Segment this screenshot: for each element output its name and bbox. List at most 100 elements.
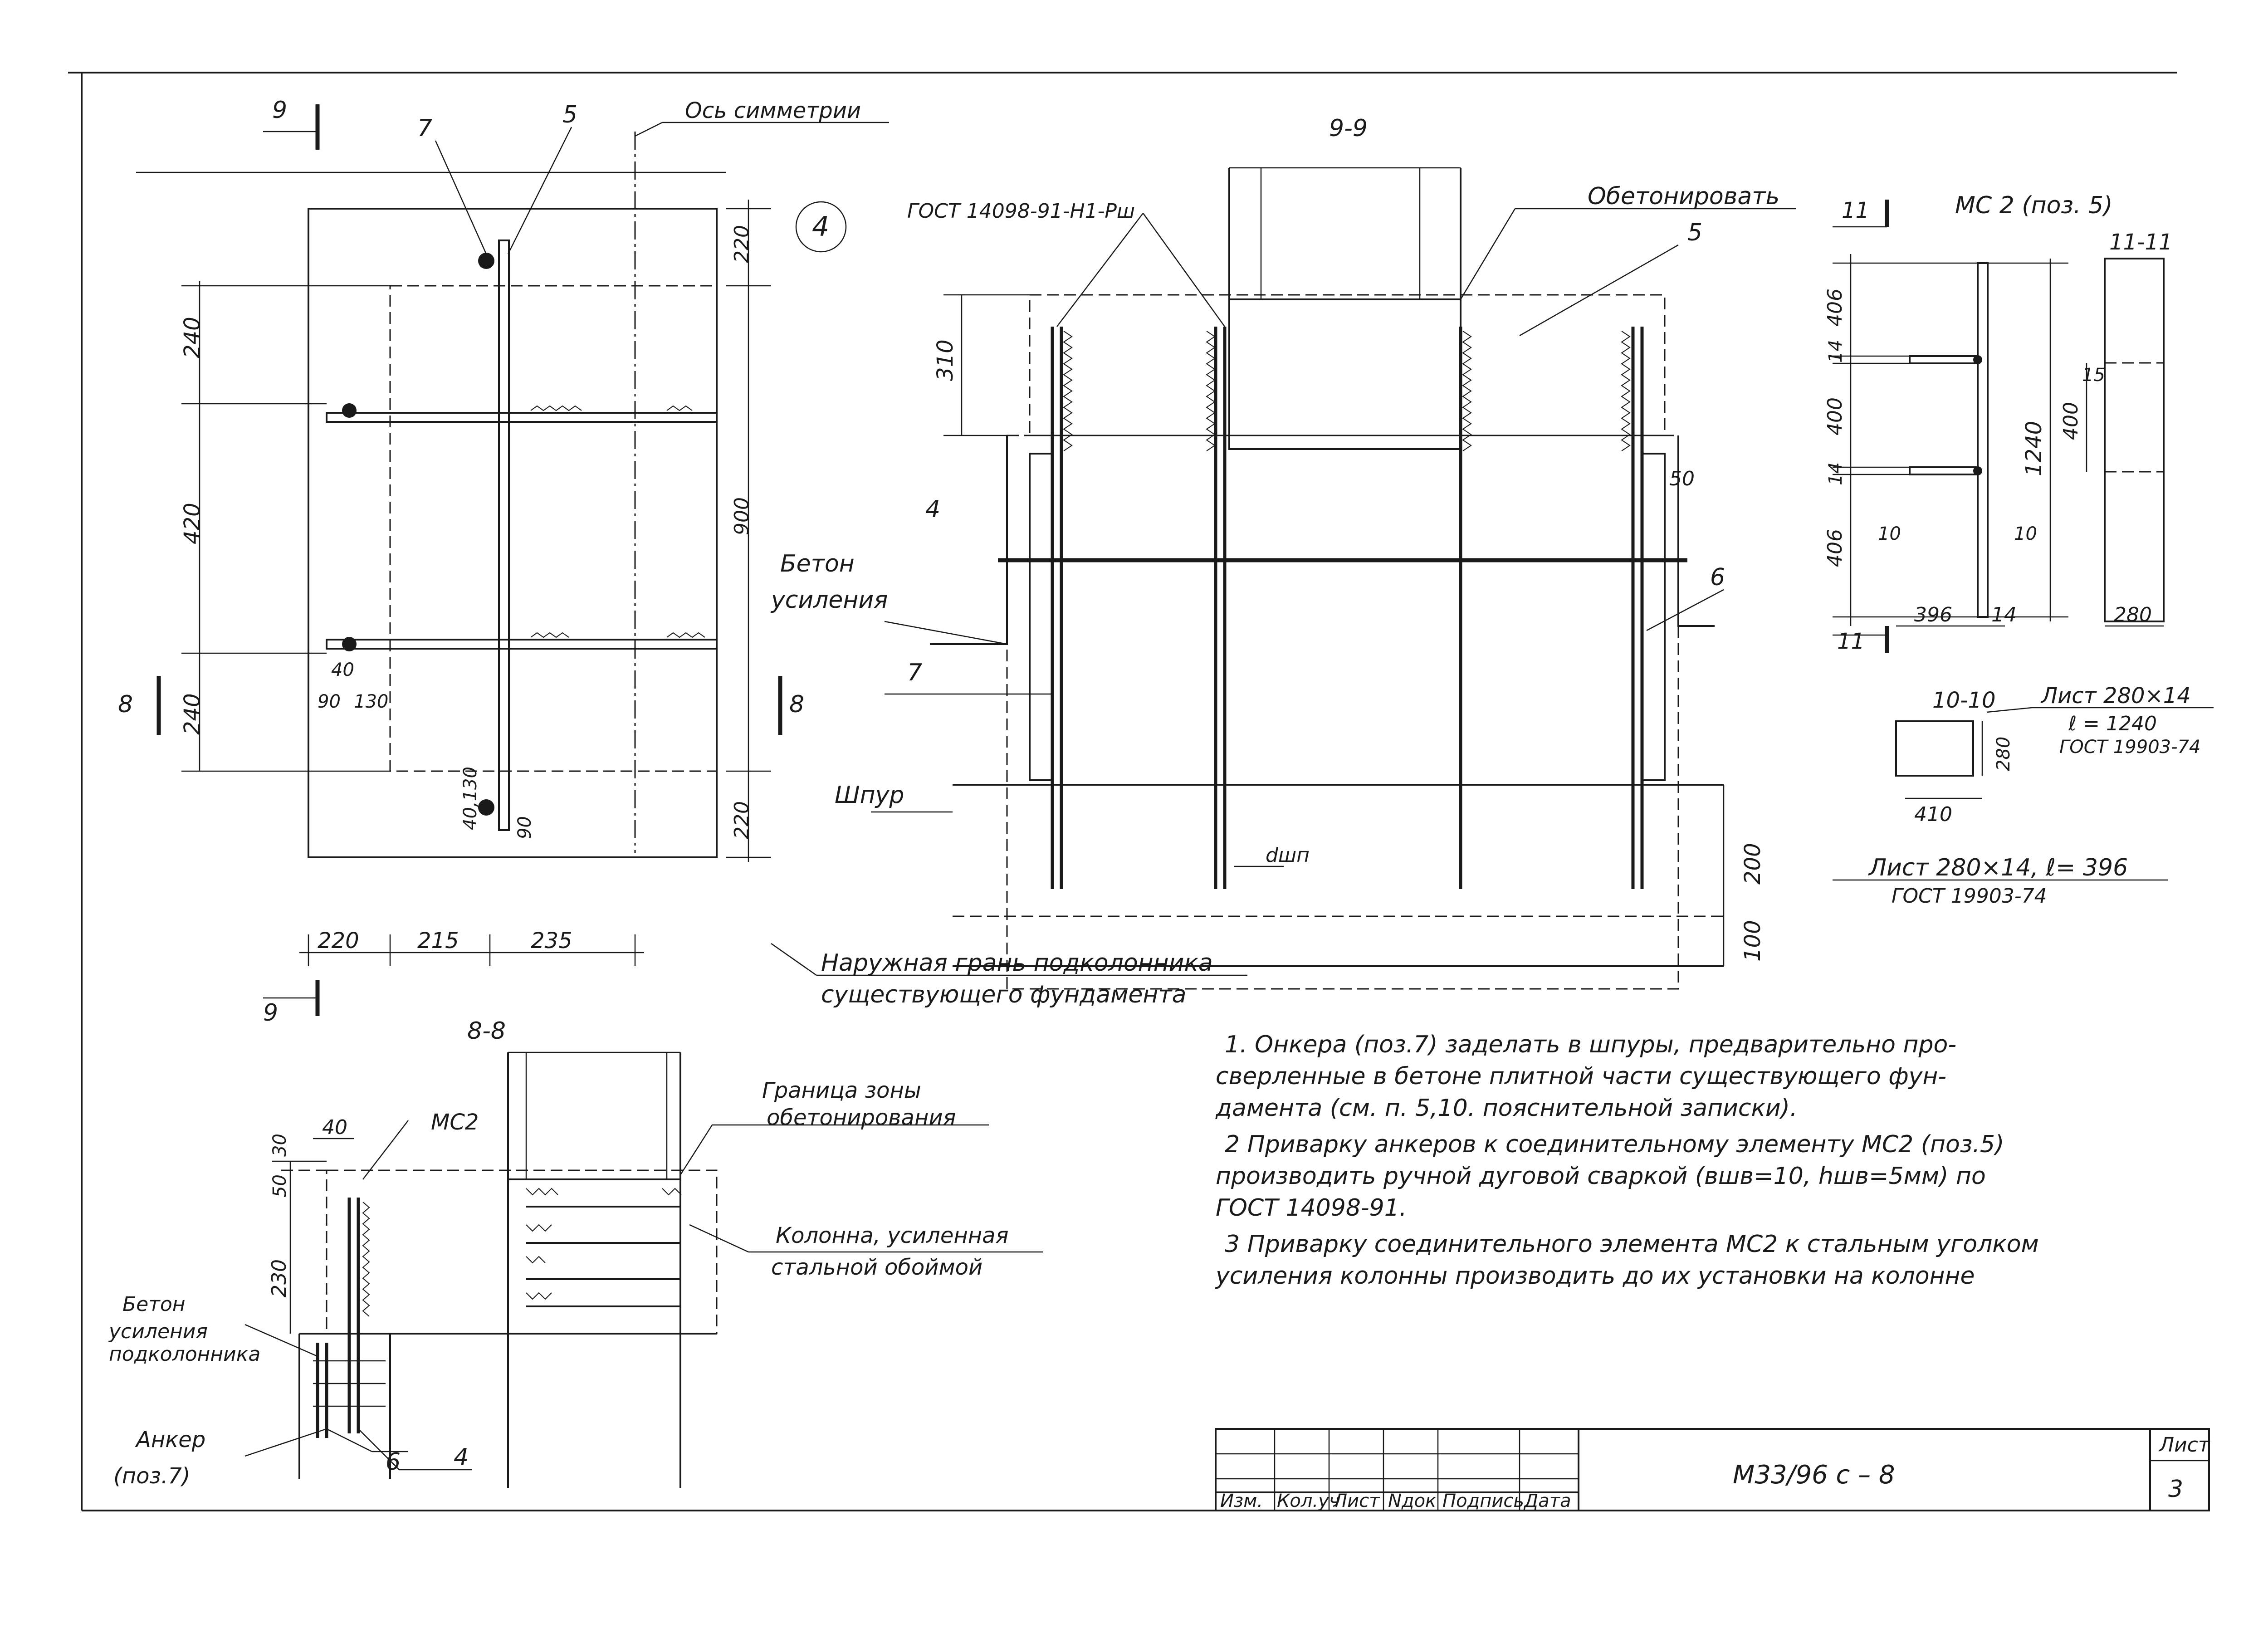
mc2-dim-14-bottom: 14 [1825,462,1846,485]
title-col-izm: Изм. [1220,1491,1263,1511]
sheet-number: 3 [2168,1476,2183,1503]
detail-circle-number: 4 [812,211,829,243]
mc2-sheet2-line1: Лист 280×14, ℓ= 396 [1868,854,2128,881]
mc2-dim-10-left: 10 [1878,523,1901,544]
plan-dim-left-420: 420 [180,503,205,544]
section-9-9-shpur: Шпур [835,782,904,809]
section-9-9-concrete: Обетонировать [1588,183,1779,210]
title-col-ndok: Nдок [1388,1491,1436,1511]
weld-dot [1973,466,1982,475]
mc2-dim-10-right: 10 [2014,523,2037,544]
plan-dim-90: 90 [318,691,341,712]
section-9-9-dim-50: 50 [1669,467,1695,490]
plan-section-mark-9-top: 9 [272,97,287,124]
mc2-dim-406-top: 406 [1823,288,1847,327]
note-line-5: производить ручной дуговой сваркой (вшв=… [1216,1163,1986,1190]
anchor-marker [478,253,494,269]
plan-dim-40: 40 [331,660,354,680]
column-line-1: Колонна, усиленная [776,1223,1008,1248]
mc2-dim-280-b: 280 [1993,737,2014,771]
outer-face-line-1: Наружная грань подколонника [821,949,1213,977]
beton-line-3: подколонника [109,1343,260,1366]
plan-section-mark-8-left: 8 [118,691,133,718]
plan-symmetry-axis: Ось симметрии [685,98,861,123]
beton-line-2: усиления [108,1320,208,1343]
section-9-9-dim-100: 100 [1740,920,1765,962]
plan-dim-130: 130 [354,691,388,712]
mc2-element: МС 2 (поз. 5) 11 11 11-11 406 14 400 14 … [1823,192,2214,908]
plan-dim-right-900: 900 [730,497,753,535]
plan-pos-7: 7 [417,115,432,142]
section-8-8-title: 8-8 [467,1017,506,1045]
section-8-8-dim-30: 30 [269,1134,290,1157]
section-9-9-gost: ГОСТ 14098-91-Н1-Рш [907,200,1135,223]
title-col-podpis: Подпись [1442,1491,1524,1511]
mc2-sheet1-line2: ℓ = 1240 [2068,712,2157,735]
plan-dim-40-130: 40,130 [460,767,481,830]
plan-dim-left-240-top: 240 [180,317,205,358]
plan-dim-bottom-235: 235 [531,928,572,953]
mc2-dim-396: 396 [1914,603,1952,626]
mc2-title: МС 2 (поз. 5) [1955,192,2113,219]
title-col-list: Лист [1333,1491,1380,1511]
mc2-section-11-bottom: 11 [1837,629,1865,654]
title-block: Изм. Кол.уч Лист Nдок Подпись Дата М33/9… [1215,1428,2210,1511]
mc2-dim-400: 400 [1823,397,1847,435]
anchor-marker [342,637,357,651]
section-9-9: 9-9 ГОСТ 14098-91-Н1-Рш Обетонировать 5 … [770,115,1796,1008]
plan-section-mark-8-right: 8 [789,691,804,718]
weld-hatch [1063,331,1631,451]
plan-dim-right-220-top: 220 [730,225,753,263]
title-col-kol-uch: Кол.уч [1277,1491,1339,1511]
weld-dot [1973,355,1982,364]
boundary-line-1: Граница зоны [762,1078,921,1103]
mc2-dim-14-top: 14 [1825,340,1846,363]
note-line-2: сверленные в бетоне плитной части сущест… [1216,1063,1946,1090]
section-8-8-mc2: МС2 [431,1110,479,1135]
plan-hatch [530,405,705,638]
boundary-line-2: обетонирования [767,1105,956,1130]
section-9-9-dim-200: 200 [1740,843,1765,885]
section-8-8: 8-8 40 МС2 30 50 230 Граница зоны обетон… [108,1017,1043,1489]
sheet-frame [68,72,2209,1511]
plan-dim-bottom-215: 215 [417,928,459,953]
note-line-8: усиления колонны производить до их устан… [1215,1262,1975,1290]
mc2-dim-400-side: 400 [2059,402,2082,440]
notes: 1. Онкера (поз.7) заделать в шпуры, пред… [1215,1031,2039,1290]
mc2-dim-280: 280 [2114,603,2152,626]
plan-dim-90-bottom: 90 [514,816,535,839]
sheet-label: Лист [2158,1433,2210,1457]
anchor-marker [342,403,357,418]
mc2-view-11-11: 11-11 [2109,230,2172,255]
section-9-9-beton-2: усиления [770,587,888,614]
mc2-section-11-top: 11 [1842,198,1869,223]
note-line-7: 3 Приварку соединительного элемента МС2 … [1225,1231,2039,1258]
plan-dim-right-220-bottom: 220 [730,801,753,839]
document-code: М33/96 с – 8 [1733,1460,1895,1490]
section-9-9-title: 9-9 [1329,115,1368,142]
detail-circle [795,201,847,253]
outer-face-line-2: существующего фундамента [821,981,1186,1008]
column-line-2: стальной обоймой [771,1255,982,1280]
plan-pos-5: 5 [562,101,577,128]
mc2-sheet1-line1: Лист 280×14 [2040,683,2191,709]
mc2-dim-1240: 1240 [2021,421,2047,476]
beton-line-1: Бетон [122,1293,186,1316]
note-line-3: дамента (см. п. 5,10. пояснительной запи… [1215,1095,1797,1122]
mc2-dim-406-bottom: 406 [1823,529,1847,567]
section-8-8-dim-230: 230 [268,1259,291,1297]
section-9-9-pos-6: 6 [1710,564,1725,591]
plan-section-mark-9-bottom: 9 [263,999,278,1027]
section-9-9-dim-310: 310 [933,339,958,381]
plan-view: 9 9 7 5 Ось симметрии 4 240 420 240 220 … [118,97,889,1027]
mc2-view-10-10: 10-10 [1932,688,1995,713]
note-line-1: 1. Онкера (поз.7) заделать в шпуры, пред… [1225,1031,1956,1058]
anchor-line-2: (поз.7) [113,1463,191,1489]
plan-dim-left-240-bottom: 240 [180,693,205,735]
section-9-9-beton-1: Бетон [780,550,855,577]
note-line-6: ГОСТ 14098-91. [1216,1194,1407,1222]
title-col-data: Дата [1523,1491,1571,1511]
mc2-dim-15: 15 [2082,365,2105,386]
anchor-line-1: Анкер [135,1427,205,1452]
